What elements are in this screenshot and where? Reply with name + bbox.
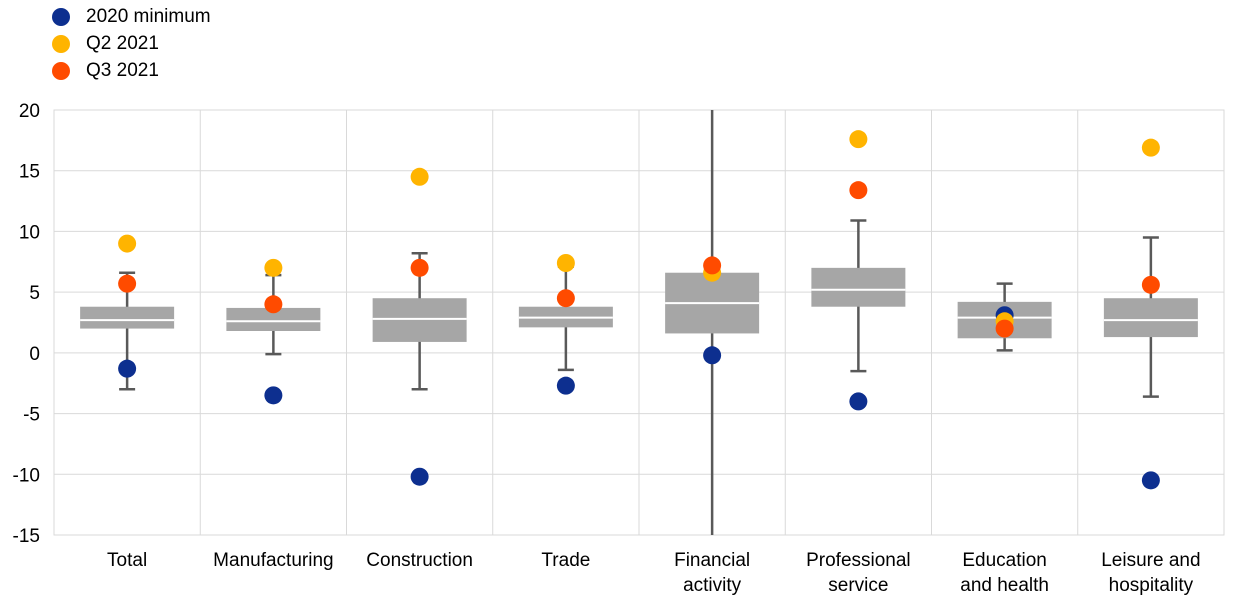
point-q3-2021	[118, 274, 137, 293]
y-tick-label: 15	[19, 162, 40, 183]
point-q2-2021	[118, 234, 137, 253]
point-q3-2021	[995, 319, 1014, 338]
legend-item-q3-2021: Q3 2021	[52, 57, 211, 84]
y-tick-label: 10	[19, 222, 40, 243]
legend-marker-q3-2021	[52, 61, 70, 80]
y-tick-label: 0	[29, 344, 40, 365]
y-tick-label: 5	[29, 283, 40, 304]
x-tick-label: Financial	[674, 550, 750, 571]
point-q3-2021	[703, 256, 722, 275]
legend: 2020 minimum Q2 2021 Q3 2021	[52, 3, 211, 84]
x-tick-label: hospitality	[1109, 575, 1194, 596]
y-tick-label: -15	[13, 526, 40, 547]
x-tick-label: and health	[960, 575, 1049, 596]
y-tick-label: -5	[23, 405, 40, 426]
box	[811, 267, 906, 307]
point-2020-minimum	[410, 467, 429, 486]
box	[80, 306, 175, 329]
point-2020-minimum	[264, 386, 283, 405]
x-tick-label: service	[828, 575, 888, 596]
point-q2-2021	[410, 167, 429, 186]
legend-item-q2-2021: Q2 2021	[52, 30, 211, 57]
point-q3-2021	[264, 295, 283, 314]
x-tick-label: Trade	[541, 550, 590, 571]
y-tick-label: 20	[19, 101, 40, 122]
legend-label-q3-2021: Q3 2021	[86, 59, 159, 81]
legend-marker-q2-2021	[52, 34, 70, 53]
y-tick-label: -10	[13, 465, 40, 486]
point-2020-minimum	[849, 392, 868, 411]
x-tick-label: Education	[962, 550, 1047, 571]
point-2020-minimum	[118, 359, 137, 378]
box	[372, 298, 467, 342]
point-q2-2021	[556, 254, 575, 272]
legend-label-2020-minimum: 2020 minimum	[86, 5, 211, 27]
point-2020-minimum	[1141, 471, 1160, 490]
point-q2-2021	[1141, 138, 1160, 157]
point-q2-2021	[264, 258, 283, 277]
point-q3-2021	[410, 258, 429, 277]
point-q3-2021	[556, 289, 575, 308]
point-q3-2021	[1141, 275, 1160, 294]
box	[1103, 298, 1198, 338]
box	[226, 307, 321, 331]
point-q2-2021	[849, 130, 868, 149]
x-tick-label: Professional	[806, 550, 911, 571]
x-tick-label: Leisure and	[1101, 550, 1200, 571]
point-2020-minimum	[556, 376, 575, 395]
point-2020-minimum	[703, 346, 722, 365]
x-tick-label: Construction	[366, 550, 473, 571]
legend-marker-2020-minimum	[52, 7, 70, 26]
x-tick-label: Manufacturing	[213, 550, 333, 571]
legend-label-q2-2021: Q2 2021	[86, 32, 159, 54]
legend-item-2020-minimum: 2020 minimum	[52, 3, 211, 30]
point-q3-2021	[849, 181, 868, 200]
x-tick-label: Total	[107, 550, 147, 571]
x-tick-label: activity	[683, 575, 742, 596]
